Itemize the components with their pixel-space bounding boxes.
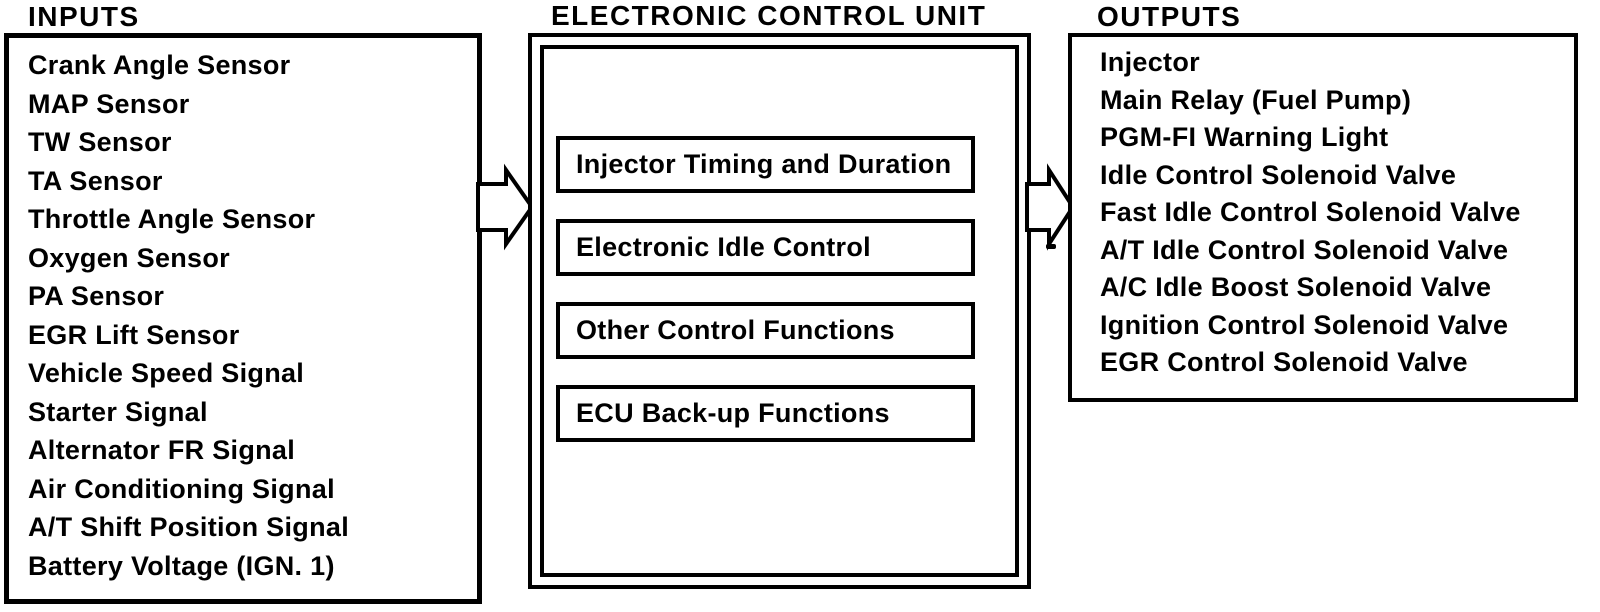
output-list-item: PGM-FI Warning Light [1100,122,1389,152]
output-list-item: Fast Idle Control Solenoid Valve [1100,197,1521,227]
input-list-item: Vehicle Speed Signal [28,358,305,388]
input-list-item: Battery Voltage (IGN. 1) [28,550,335,581]
input-list-item: Alternator FR Signal [28,435,296,465]
output-list-item: Injector [1100,47,1200,77]
ecu-function-box: Electronic Idle Control [556,219,975,276]
inputs-to-ecu-arrow-icon [476,163,535,251]
input-list-item: Crank Angle Sensor [28,50,291,80]
input-list-item: MAP Sensor [28,88,190,119]
output-list-item: A/C Idle Boost Solenoid Valve [1100,272,1492,302]
ecu-function-box: Injector Timing and Duration [556,136,975,193]
input-list-item: Air Conditioning Signal [28,473,335,504]
input-list-item: Oxygen Sensor [28,242,230,273]
input-list-item: A/T Shift Position Signal [28,512,349,542]
ecu-function-box: Other Control Functions [556,302,975,359]
input-list-item: TW Sensor [28,127,172,157]
output-list-item: A/T Idle Control Solenoid Valve [1100,234,1509,265]
input-list-item: TA Sensor [28,165,163,196]
output-list-item: EGR Control Solenoid Valve [1100,347,1468,377]
ink-speck [1046,244,1056,249]
ecu-function-box: ECU Back-up Functions [556,385,975,442]
input-list-item: Starter Signal [28,396,208,427]
ecu-to-outputs-arrow-icon [1025,163,1076,251]
output-list-item: Main Relay (Fuel Pump) [1100,84,1412,115]
output-list-item: Idle Control Solenoid Valve [1100,159,1457,190]
output-list-item: Ignition Control Solenoid Valve [1100,309,1509,340]
input-list-item: PA Sensor [28,281,165,311]
inputs-heading: INPUTS [28,1,140,32]
input-list-item: EGR Lift Sensor [28,319,240,350]
input-list-item: Throttle Angle Sensor [28,204,316,234]
ecu-heading: ELECTRONIC CONTROL UNIT [551,0,987,31]
outputs-heading: OUTPUTS [1097,1,1242,32]
